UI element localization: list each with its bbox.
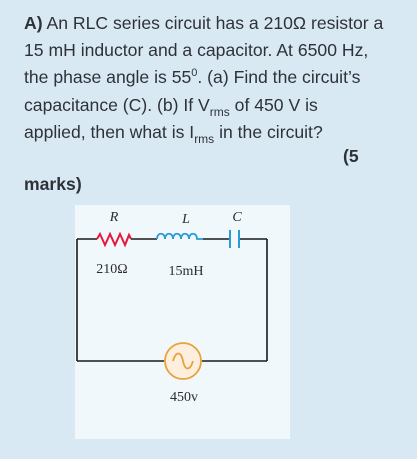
- vrms-value: of 450 V is: [229, 94, 318, 115]
- question-line-1-text: An RLC series circuit has a 210Ω resisto…: [42, 13, 384, 33]
- inductor-symbol: [156, 232, 203, 240]
- resistor-symbol: [96, 231, 132, 248]
- capacitor-label: C: [232, 210, 242, 225]
- question-line-4: capacitance (C). (b) If Vrms of 450 V is: [24, 92, 409, 119]
- marks-close: marks): [24, 174, 82, 194]
- source-value: 450v: [170, 390, 198, 405]
- question-line-5: applied, then what is Irms in the circui…: [24, 119, 409, 146]
- ac-source-wave: [172, 352, 194, 370]
- phase-angle-text: the phase angle is 55: [24, 67, 192, 88]
- irms-prefix: applied, then what is I: [24, 121, 195, 142]
- circuit-diagram: R L C 210Ω 15mH 450v: [75, 205, 290, 439]
- marks-open: (5: [343, 146, 359, 166]
- question-line-2: 15 mH inductor and a capacitor. At 6500 …: [24, 40, 369, 61]
- line-3-tail: . (a) Find the circuit’s: [197, 67, 361, 88]
- question-label: A): [24, 13, 43, 33]
- resistor-value: 210Ω: [96, 262, 127, 277]
- irms-subscript: rms: [194, 131, 215, 146]
- vrms-prefix: capacitance (C). (b) If V: [24, 94, 210, 115]
- ac-source-symbol: [164, 342, 202, 380]
- circuit-wires: [76, 238, 268, 362]
- resistor-label: R: [109, 210, 119, 225]
- question-line-3: the phase angle is 550. (a) Find the cir…: [24, 64, 409, 91]
- circuit-svg: R L C 210Ω 15mH 450v: [76, 210, 268, 405]
- degree-superscript: 0: [191, 66, 198, 79]
- inductor-value: 15mH: [169, 264, 204, 279]
- inductor-label: L: [181, 212, 190, 227]
- vrms-subscript: rms: [209, 104, 230, 119]
- question-text: A) An RLC series circuit has a 210Ω resi…: [24, 10, 409, 146]
- question-line-1: A) An RLC series circuit has a 210Ω resi…: [24, 10, 409, 37]
- irms-tail: in the circuit?: [214, 121, 323, 142]
- capacitor-symbol: [229, 230, 240, 248]
